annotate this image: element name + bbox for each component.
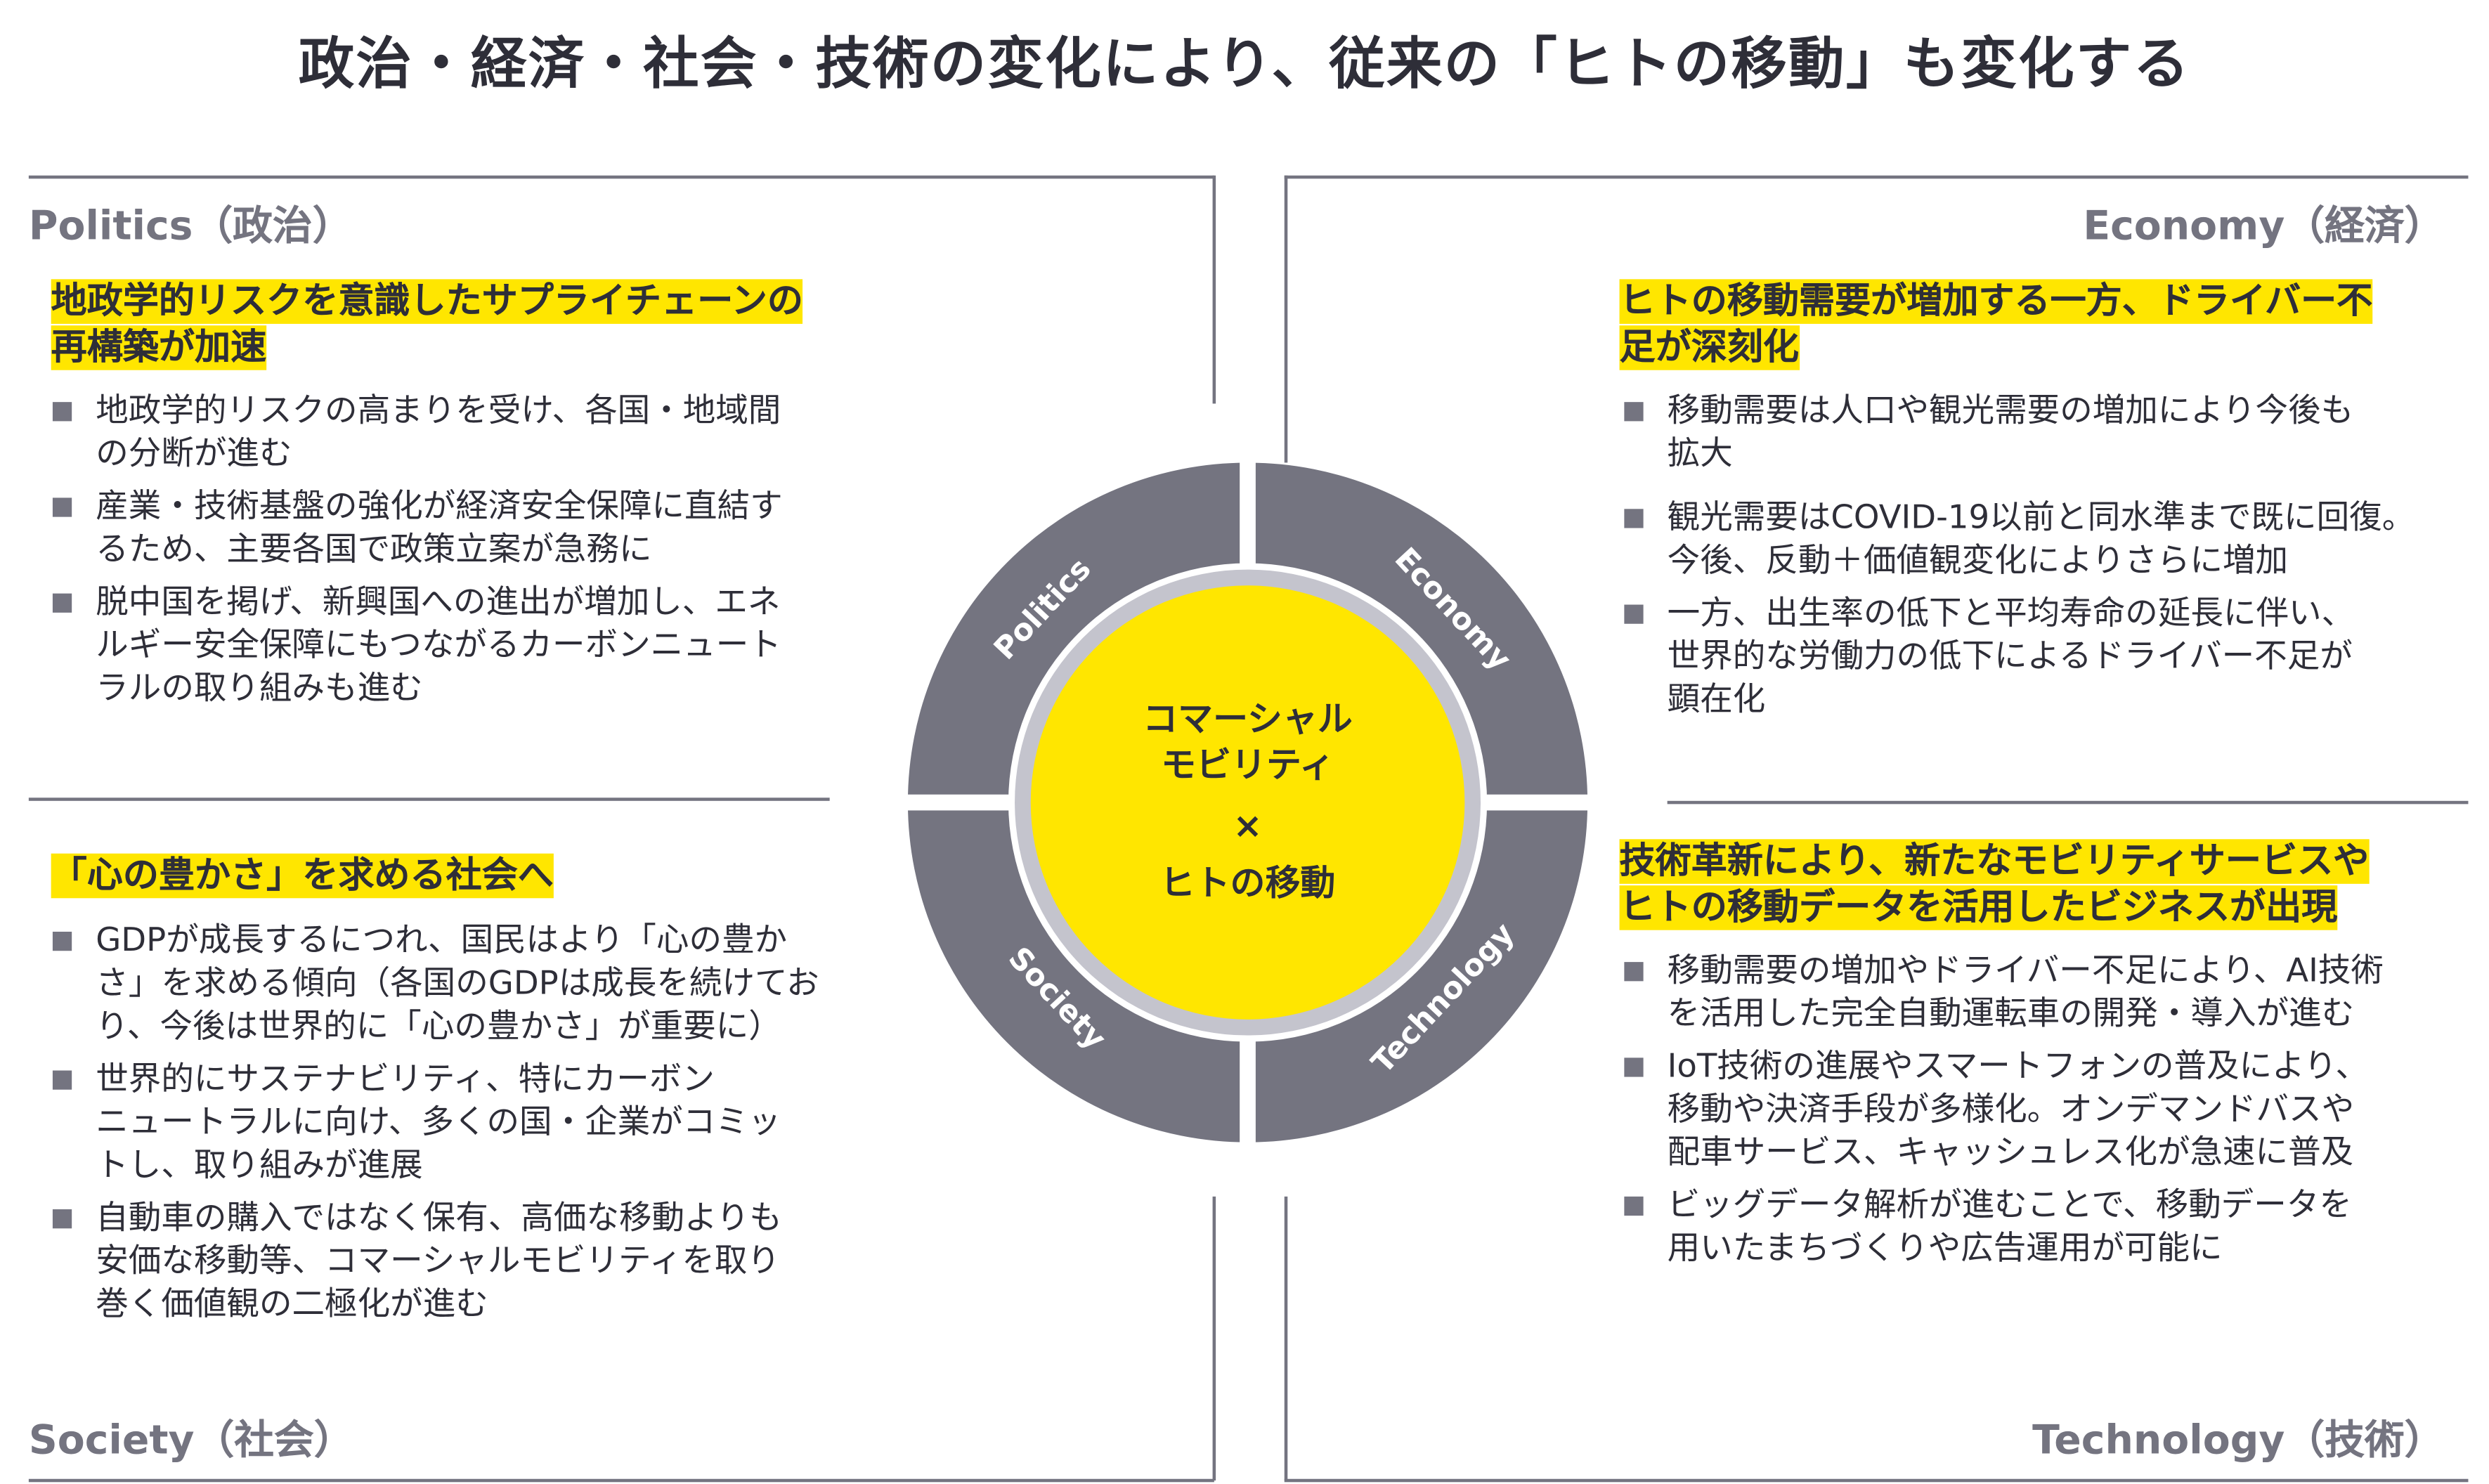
square-bullet-icon <box>1624 1196 1644 1216</box>
list-item: GDPが成長するにつれ、国民はより「心の豊か さ」を求める傾向（各国のGDPは成… <box>51 919 819 1048</box>
list-item: 移動需要は人口や観光需要の増加により今後も 拡大 <box>1623 389 2415 476</box>
divider <box>1284 1196 1287 1481</box>
square-bullet-icon <box>52 931 72 951</box>
center-times: × <box>1233 805 1263 846</box>
square-bullet-icon <box>1624 962 1644 982</box>
technology-segment <box>1247 802 1588 1143</box>
technology-label: Technology（技術） <box>2032 1417 2445 1464</box>
divider <box>28 1478 1214 1482</box>
list-item: 脱中国を掲げ、新興国への進出が増加し、エネ ルギー安全保障にもつながるカーボンニ… <box>51 580 783 710</box>
divider <box>28 798 830 800</box>
square-bullet-icon <box>1624 604 1644 624</box>
economy-segment <box>1247 462 1588 803</box>
technology-headline: 技術革新により、新たなモビリティサービスや ヒトの移動データを活用したビジネスが… <box>1619 839 2370 932</box>
divider <box>1212 175 1215 404</box>
economy-headline: ヒトの移動需要が増加する一方、ドライバー不 足が深刻化 <box>1619 279 2373 372</box>
square-bullet-icon <box>52 1209 72 1229</box>
divider <box>28 175 1214 178</box>
society-bullets: GDPが成長するにつれ、国民はより「心の豊か さ」を求める傾向（各国のGDPは成… <box>51 919 819 1336</box>
society-headline: 「心の豊かさ」を求める社会へ <box>51 853 554 900</box>
divider <box>1212 1196 1215 1481</box>
square-bullet-icon <box>52 593 72 613</box>
society-label: Society（社会） <box>28 1417 354 1464</box>
list-item: IoT技術の進展やスマートフォンの普及により、 移動や決済手段が多様化。オンデマ… <box>1623 1045 2384 1174</box>
divider <box>1284 175 1287 463</box>
page-title: 政治・経済・社会・技術の変化により、従来の「ヒトの移動」も変化する <box>298 33 2191 98</box>
society-segment <box>907 802 1248 1143</box>
politics-segment <box>907 462 1248 803</box>
square-bullet-icon <box>1624 1057 1644 1077</box>
list-item: 一方、出生率の低下と平均寿命の延長に伴い、 世界的な労働力の低下によるドライバー… <box>1623 592 2415 721</box>
list-item: 世界的にサステナビリティ、特にカーボン ニュートラルに向け、多くの国・企業がコミ… <box>51 1057 819 1187</box>
list-item: 地政学的リスクの高まりを受け、各国・地域間 の分断が進む <box>51 389 783 476</box>
square-bullet-icon <box>1624 402 1644 422</box>
square-bullet-icon <box>52 1070 72 1090</box>
list-item: 移動需要の増加やドライバー不足により、AI技術 を活用した完全自動運転車の開発・… <box>1623 949 2384 1036</box>
list-item: ビッグデータ解析が進むことで、移動データを 用いたまちづくりや広告運用が可能に <box>1623 1184 2384 1270</box>
economy-bullets: 移動需要は人口や観光需要の増加により今後も 拡大 観光需要はCOVID-19以前… <box>1623 389 2415 731</box>
square-bullet-icon <box>1624 509 1644 528</box>
politics-bullets: 地政学的リスクの高まりを受け、各国・地域間 の分断が進む 産業・技術基盤の強化が… <box>51 389 783 720</box>
square-bullet-icon <box>52 402 72 422</box>
center-text-2: モビリティ <box>1161 745 1334 786</box>
center-circle <box>1030 585 1465 1020</box>
politics-headline: 地政学的リスクを意識したサプライチェーンの 再構築が加速 <box>51 279 803 372</box>
list-item: 産業・技術基盤の強化が経済安全保障に直結す るため、主要各国で政策立案が急務に <box>51 485 783 571</box>
list-item: 自動車の購入ではなく保有、高価な移動よりも 安価な移動等、コマーシャルモビリティ… <box>51 1197 819 1326</box>
politics-label: Politics（政治） <box>28 202 353 249</box>
divider <box>1284 175 2469 178</box>
center-text-3: ヒトの移動 <box>1160 863 1336 904</box>
center-text-1: コマーシャル <box>1143 698 1353 739</box>
list-item: 観光需要はCOVID-19以前と同水準まで既に回復。 今後、反動＋価値観変化によ… <box>1623 496 2415 582</box>
divider <box>1284 1478 2469 1482</box>
economy-label: Economy（経済） <box>2083 202 2445 249</box>
square-bullet-icon <box>52 497 72 517</box>
technology-bullets: 移動需要の増加やドライバー不足により、AI技術 を活用した完全自動運転車の開発・… <box>1623 949 2384 1280</box>
divider <box>1667 800 2469 804</box>
